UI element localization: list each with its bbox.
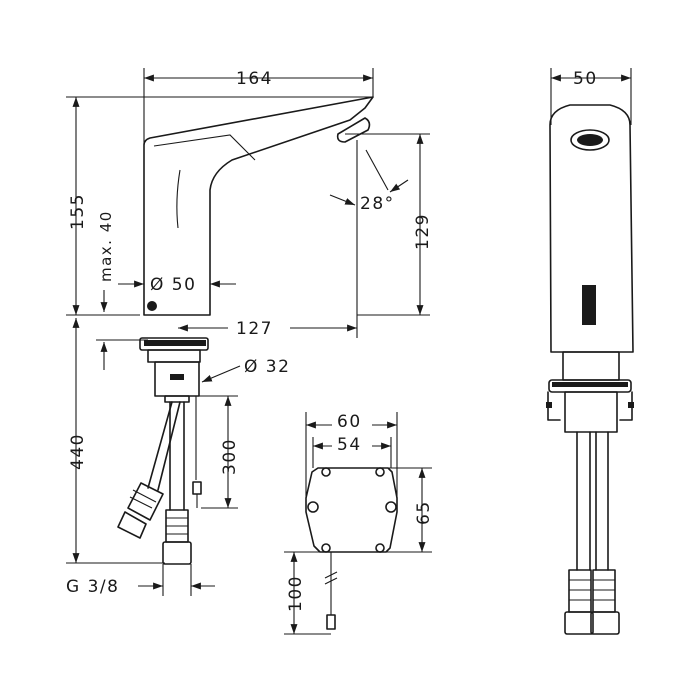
dim-cable-300: 300 bbox=[196, 395, 240, 509]
svg-text:127: 127 bbox=[236, 319, 273, 339]
svg-text:54: 54 bbox=[337, 435, 362, 455]
dim-front-width: 50 bbox=[550, 68, 632, 125]
svg-text:300: 300 bbox=[220, 438, 240, 475]
svg-text:65: 65 bbox=[414, 500, 434, 525]
dim-connection: G 3/8 bbox=[66, 564, 215, 597]
dim-base-diameter: Ø 50 bbox=[118, 275, 236, 295]
dim-box-height: 65 bbox=[386, 467, 434, 553]
svg-text:100: 100 bbox=[286, 575, 306, 612]
svg-text:Ø 50: Ø 50 bbox=[150, 275, 196, 295]
dim-cable-100: 100 bbox=[284, 551, 331, 635]
svg-text:G 3/8: G 3/8 bbox=[66, 577, 119, 597]
dim-angle: 28° bbox=[329, 149, 409, 214]
dim-hose-length: 440 bbox=[66, 318, 165, 564]
svg-text:440: 440 bbox=[68, 433, 88, 470]
svg-text:28°: 28° bbox=[360, 194, 395, 214]
dim-spout-height: 129 bbox=[345, 133, 433, 316]
dim-box-inner-width: 54 bbox=[312, 432, 392, 468]
dim-reach: 127 bbox=[178, 140, 358, 339]
dim-total-height: 155 bbox=[66, 96, 373, 316]
dim-hole-diameter: Ø 32 bbox=[201, 357, 290, 383]
dim-max-40: max. 40 bbox=[96, 210, 148, 370]
svg-text:155: 155 bbox=[68, 193, 88, 230]
svg-text:129: 129 bbox=[413, 213, 433, 250]
svg-text:164: 164 bbox=[236, 69, 273, 89]
faucet-front-view bbox=[546, 104, 634, 635]
control-box bbox=[305, 467, 398, 630]
svg-text:60: 60 bbox=[337, 412, 362, 432]
sensor-window-icon bbox=[582, 285, 596, 325]
dim-spout-length: 164 bbox=[143, 68, 374, 145]
svg-text:Ø 32: Ø 32 bbox=[244, 357, 290, 377]
svg-text:50: 50 bbox=[573, 69, 598, 89]
faucet-side-view bbox=[117, 96, 374, 565]
sensor-icon bbox=[147, 301, 157, 311]
dim-box-outer-width: 60 bbox=[305, 410, 398, 498]
svg-text:max. 40: max. 40 bbox=[97, 210, 115, 282]
